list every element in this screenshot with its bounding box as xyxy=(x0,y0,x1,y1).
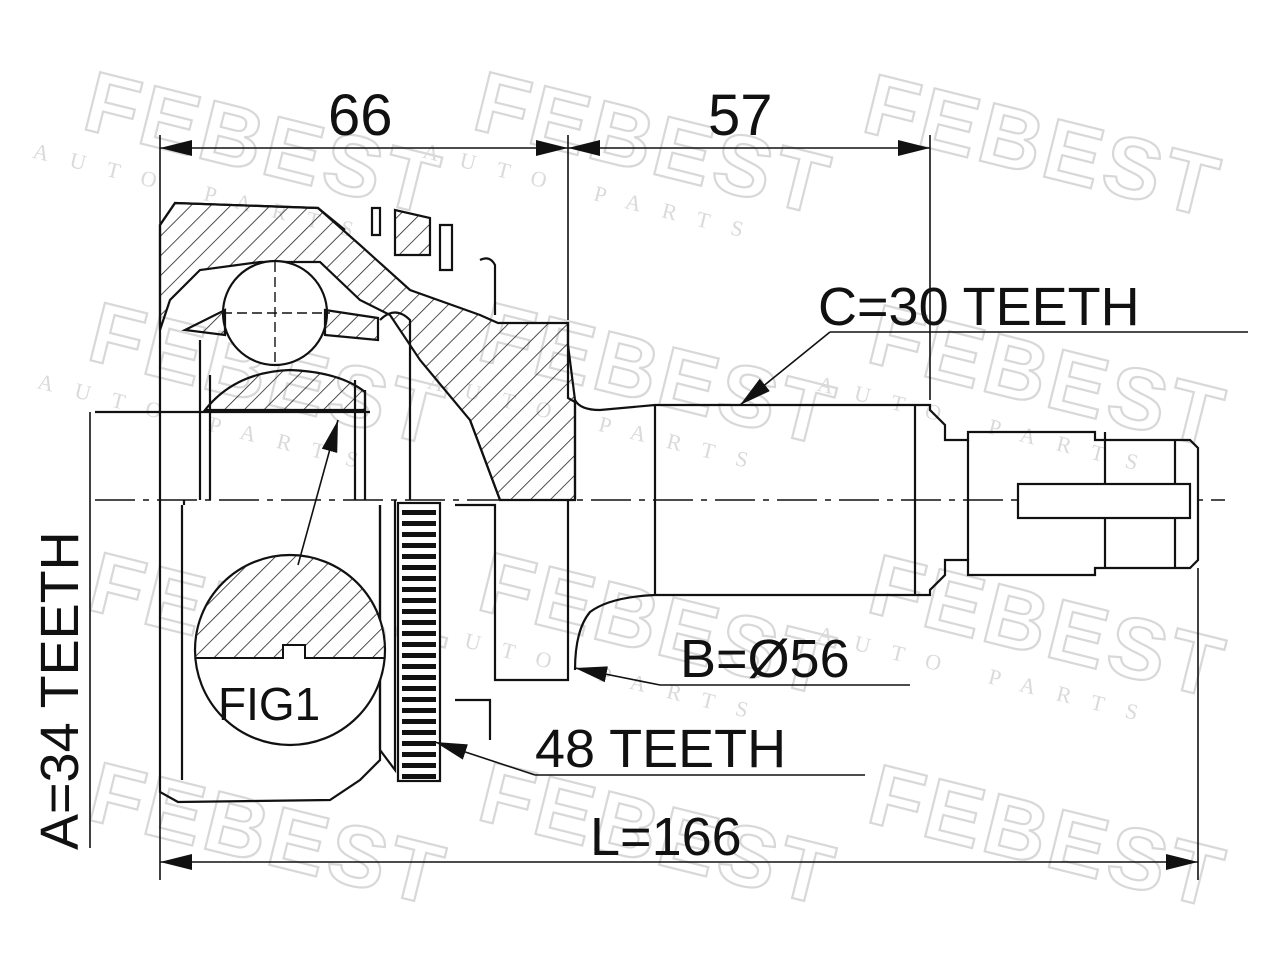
tone-ring-tooth xyxy=(402,620,436,625)
tone-ring-tooth xyxy=(402,730,436,735)
spline-outer-label: C=30 TEETH xyxy=(818,277,1140,337)
tone-ring-tooth xyxy=(402,741,436,746)
diameter-label: B=Ø56 xyxy=(680,629,850,689)
tone-ring-tooth xyxy=(402,510,436,515)
tone-ring-tooth xyxy=(402,697,436,702)
tone-ring-tooth xyxy=(402,774,436,779)
tone-ring-tooth xyxy=(402,609,436,614)
tone-ring-tooth xyxy=(402,653,436,658)
tone-ring-tooth xyxy=(402,543,436,548)
shaft-neck xyxy=(573,399,1200,671)
tone-ring-tooth xyxy=(402,708,436,713)
cv-joint-part xyxy=(95,201,1225,804)
inner-race xyxy=(202,368,367,412)
tone-ring-tooth xyxy=(402,598,436,603)
tone-ring-tooth xyxy=(402,664,436,669)
fig1-label: FIG1 xyxy=(218,678,320,730)
tone-ring-tooth xyxy=(402,719,436,724)
dimension-lines xyxy=(89,135,1248,880)
dimension-66: 66 xyxy=(328,83,393,148)
tone-ring-tooth xyxy=(402,576,436,581)
abs-tone-ring xyxy=(396,501,442,783)
tone-ring-tooth xyxy=(402,675,436,680)
length-label: L=166 xyxy=(590,807,742,867)
watermark-brand: FEBEST xyxy=(860,747,1236,928)
tone-ring-tooth xyxy=(402,565,436,570)
tone-ring-tooth xyxy=(402,763,436,768)
tone-ring-tooth xyxy=(402,631,436,636)
tone-ring-tooth xyxy=(402,686,436,691)
watermark-brand: FEBEST xyxy=(855,56,1231,237)
fig1-detail: FIG1 xyxy=(193,419,387,747)
tone-ring-tooth xyxy=(402,554,436,559)
tone-ring-tooth xyxy=(402,587,436,592)
abs-teeth-label: 48 TEETH xyxy=(535,719,786,779)
tone-ring-tooth xyxy=(402,752,436,757)
tone-ring-tooth xyxy=(402,642,436,647)
tone-ring-tooth xyxy=(402,521,436,526)
tone-ring-tooth xyxy=(402,532,436,537)
dimension-57: 57 xyxy=(708,83,773,148)
spline-inner-label: A=34 TEETH xyxy=(30,531,90,850)
